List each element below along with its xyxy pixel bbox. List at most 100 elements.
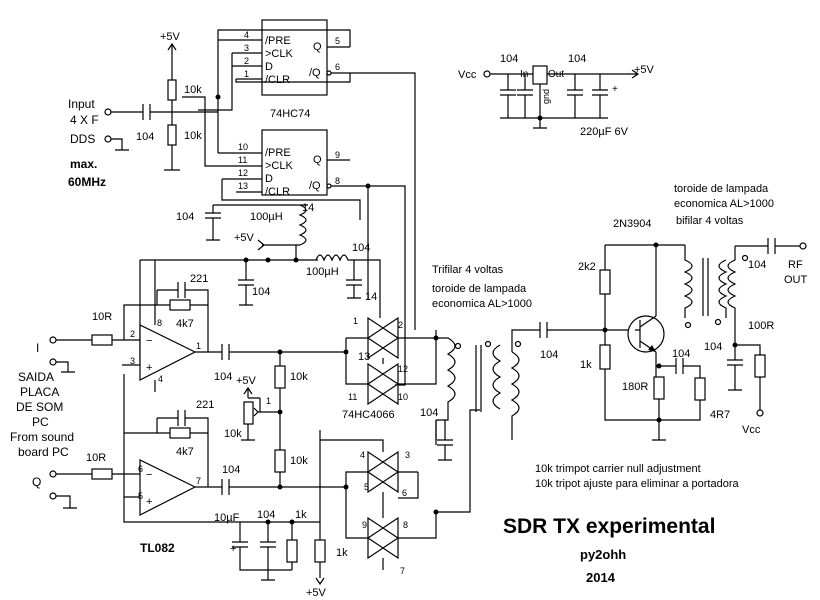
ff1-clk-label: >CLK: [265, 48, 293, 60]
bias-1k-label-1: 1k: [295, 509, 307, 521]
opamp-i-4k7-label: 4k7: [176, 318, 194, 330]
opamp-q-221-label: 221: [196, 399, 214, 411]
ff1-q-label: Q: [313, 41, 322, 53]
bias-10uf-label: 10µF: [214, 512, 240, 524]
r-10k-bottom: [167, 124, 177, 146]
trafo-dot-2: [484, 340, 492, 348]
supply-filter: 104 100µH 14 +5V 100µH 104 14 104: [122, 202, 381, 366]
ff2-clr-label: /CLR: [265, 186, 290, 198]
trim-node: [277, 409, 283, 415]
max-label: max.: [70, 157, 97, 171]
reg-plus5v-label: +5V: [634, 64, 655, 76]
opamp-i-pin1: 1: [196, 341, 201, 351]
ff2-q-label: Q: [313, 154, 322, 166]
sw-pin-11: 11: [348, 392, 357, 402]
sw-ic-label: 74HC4066: [342, 409, 395, 421]
reg-cap-polarity: +: [612, 84, 618, 95]
r-180-label: 180R: [622, 381, 648, 393]
trifilar-label: Trifilar 4 voltas: [432, 264, 504, 276]
amp-bias-wiring: [604, 244, 701, 421]
sw-pin-5: 5: [364, 482, 369, 492]
ff1-d-label: D: [265, 61, 273, 73]
divider-wiring: [110, 60, 218, 171]
transistor-arrow: [648, 345, 656, 352]
switch-wiring: [320, 330, 437, 570]
ff-pin-6: 6: [335, 62, 340, 72]
r-100: [754, 354, 766, 378]
trafo-primary: [435, 337, 456, 445]
r-180: [653, 376, 665, 400]
i-gnd: [56, 361, 75, 373]
opamp-q-pin5: 5: [138, 491, 143, 501]
q-out-cap-label: 104: [222, 464, 240, 476]
toroid-dot-3: [741, 254, 749, 262]
vcc-out-terminal: [756, 409, 764, 417]
trafo-dot-1: [454, 342, 462, 350]
bifilar-label: bifilar 4 voltas: [676, 215, 744, 227]
trimpot-note-en: 10k trimpot carrier null adjustment: [535, 463, 701, 475]
trim-plus5v-label: +5V: [236, 375, 257, 387]
max-freq-label: 60MHz: [68, 175, 106, 189]
ff2-pre-label: /PRE: [265, 147, 291, 159]
trafo-return: [436, 409, 480, 513]
r-2k2: [599, 269, 611, 295]
ff-pin-10: 10: [238, 142, 248, 152]
ff-junction: [365, 183, 371, 189]
i-10r: [91, 334, 113, 346]
opamp-i-pin4: 4: [158, 374, 163, 384]
sw-pin-8: 8: [403, 520, 408, 530]
rf-out-label-1: RF: [788, 259, 803, 271]
amp-node: [602, 327, 608, 333]
trafo-core: [475, 345, 482, 412]
r-100-label: 100R: [748, 320, 774, 332]
opamp-q-plus: +: [146, 496, 152, 508]
sound-line-4: From sound: [10, 430, 74, 444]
plus5v-mid-wire: [257, 239, 300, 251]
ff-pin-3: 3: [244, 43, 249, 53]
opamp-i-221-label: 221: [190, 273, 208, 285]
r-10k-top: [167, 79, 177, 101]
ff-pin-5: 5: [335, 36, 340, 46]
r-1k-amp: [599, 344, 611, 370]
sw-pin-7: 7: [400, 566, 405, 576]
pin14-cap-label: 104: [352, 242, 370, 254]
opamp-i-pin3: 3: [130, 356, 135, 366]
q-gnd-terminal: [49, 492, 57, 500]
sw-node-1: [343, 349, 349, 355]
toroid-a2-label: economica AL>1000: [432, 298, 532, 310]
emitter-node: [656, 363, 662, 369]
rf-out-label-2: OUT: [784, 274, 808, 286]
r-1k-amp-label: 1k: [580, 359, 592, 371]
q-10r-label: 10R: [86, 452, 106, 464]
rail-cap: [238, 260, 254, 306]
trim-label: 10k: [224, 428, 242, 440]
ff-pin-9: 9: [335, 150, 340, 160]
reg-node: [537, 115, 543, 121]
dds-label: DDS: [70, 132, 95, 146]
pin-14-top: 14: [302, 202, 314, 214]
plus5v-mid-label: +5V: [234, 232, 255, 244]
vcc-5v-top-label: +5V: [160, 31, 181, 43]
bias-network: 10µF 104 1k 1k + +5V: [214, 509, 348, 599]
transistor-body: [627, 315, 665, 353]
output-transformer: 104 Trifilar 4 voltas toroide de lampada…: [420, 264, 540, 513]
switch-4: [366, 516, 400, 560]
filter-cap: [205, 205, 221, 241]
trim-r-bot: [274, 449, 286, 473]
ff1-pre-label: /PRE: [265, 35, 291, 47]
reg-body: [532, 65, 548, 85]
amp-input-cap-label: 104: [540, 349, 558, 361]
output-toroid: toroide de lampada economica AL>1000 bif…: [674, 183, 808, 436]
flip-flop-ic: /PRE >CLK D /CLR Q /Q /PRE >CLK D /CLR Q…: [182, 19, 416, 386]
opamp-i-triangle: [139, 324, 197, 381]
ff-q-outputs: [350, 72, 416, 386]
clock-input: +5V 10k 10k Input 4 X F DDS 104 max. 60M…: [68, 31, 218, 189]
amp-collector-node: [653, 242, 659, 248]
ff-pin-2: 2: [244, 56, 249, 66]
q-10r: [91, 468, 113, 480]
sound-line-3: PC: [32, 415, 49, 429]
q-label: Q: [32, 475, 41, 489]
toroid-secondary: [718, 259, 728, 318]
sw-pin-1: 1: [353, 316, 358, 326]
